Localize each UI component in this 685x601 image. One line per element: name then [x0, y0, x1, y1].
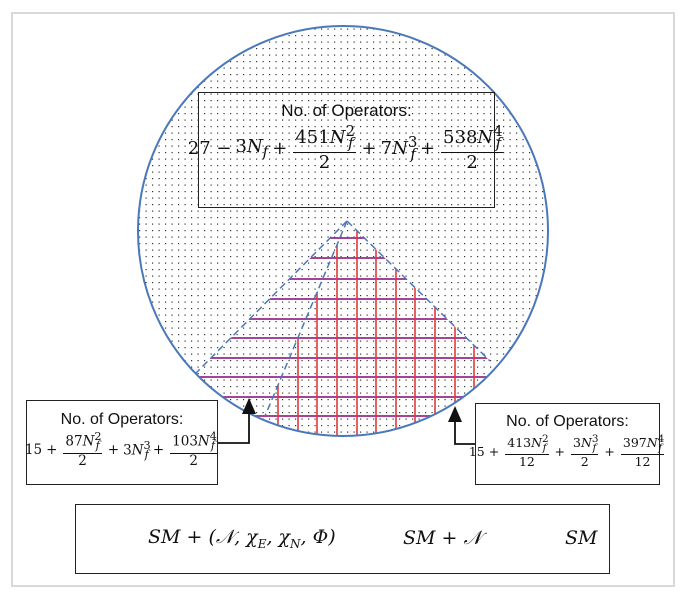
left-dashed-boundary [195, 220, 348, 374]
right-arrow-connector [448, 406, 476, 445]
outer-frame [11, 12, 675, 587]
fraction: 451N2f 2 [293, 122, 356, 173]
fraction: 103N4f 2 [170, 430, 218, 470]
box-header: No. of Operators: [506, 413, 629, 430]
operator-count-box-left: No. of Operators: 15 + 87N2f 2 + 3N3f + … [24, 400, 218, 485]
legend-label-vertical: SM [565, 527, 598, 549]
circle-outline [137, 25, 549, 437]
left-arrow-connector [218, 398, 256, 444]
box-header: No. of Operators: [60, 411, 184, 428]
legend-label-horizontal: SM + 𝒩 [403, 527, 482, 549]
dashed-boundaries [195, 220, 491, 417]
operator-formula: 15 + 413N2f 12 + 3N3f 2 + 397N4f 12 [468, 433, 665, 469]
box-header: No. of Operators: [281, 101, 412, 120]
fraction: 538N4f 2 [441, 122, 504, 173]
legend-box [75, 504, 610, 574]
fraction: 413N2f 12 [505, 433, 549, 469]
legend-label-dotted: SM + (𝒩, χE, χN, Φ) [148, 526, 336, 551]
fraction: 397N4f 12 [620, 433, 665, 469]
right-dashed-boundary [346, 220, 491, 362]
operator-count-box-top: No. of Operators: 27 − 3Nf + 451N2f 2 + … [187, 92, 504, 208]
operator-count-box-right: No. of Operators: 15 + 413N2f 12 + 3N3f … [468, 403, 665, 485]
region-dotted-circle [138, 26, 548, 436]
operator-formula: 27 − 3Nf + 451N2f 2 + 7N3f + 538N4f 2 [187, 122, 504, 173]
fraction: 3N3f 2 [571, 433, 599, 469]
arrow-up-icon [242, 398, 256, 414]
arrow-up-icon [448, 406, 462, 422]
fraction: 87N2f 2 [63, 430, 102, 470]
inner-dashed-boundary [264, 220, 348, 417]
operator-formula: 15 + 87N2f 2 + 3N3f + 103N4f 2 [24, 430, 218, 470]
